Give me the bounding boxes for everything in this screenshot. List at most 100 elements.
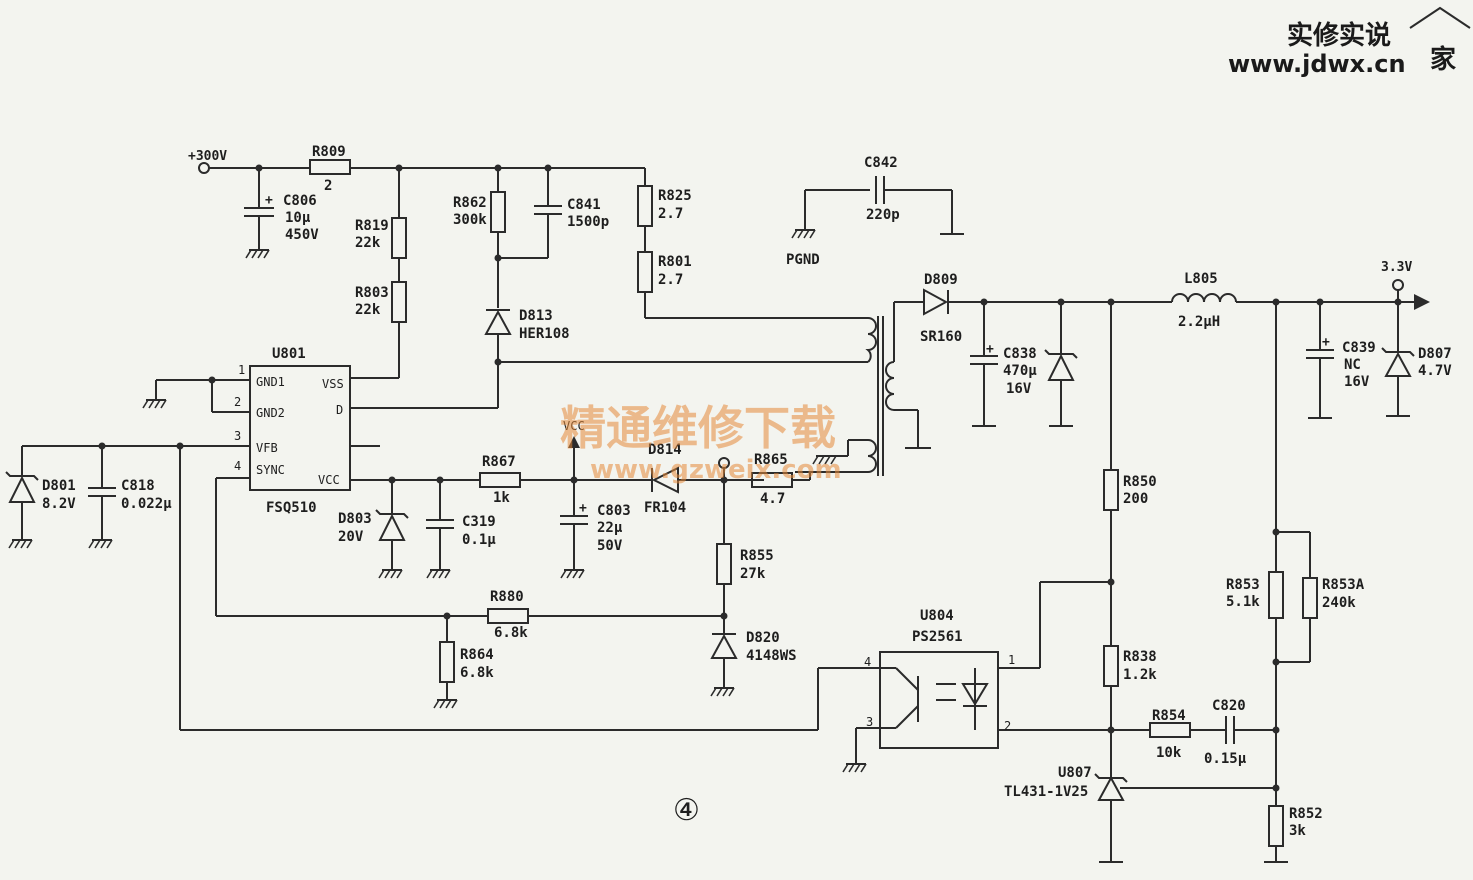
value-r852: 3k	[1289, 823, 1306, 839]
vcc-network: D803 20V C319 0.1μ R867 1k VCC + C803 22…	[338, 419, 868, 709]
value2-c839: 16V	[1344, 374, 1370, 390]
label-d813: D813	[519, 308, 553, 324]
label-c818: C818	[121, 478, 155, 494]
ground-icon	[560, 569, 585, 579]
label-c842: C842	[864, 155, 898, 171]
aux-winding	[867, 439, 877, 473]
resistor-r864	[439, 641, 455, 683]
value-r865: 4.7	[760, 491, 785, 507]
ground-icon	[245, 249, 270, 259]
svg-text:SYNC: SYNC	[256, 463, 285, 477]
zener-d801	[8, 475, 36, 503]
label-u804: U804	[920, 608, 954, 624]
label-r825: R825	[658, 188, 692, 204]
vfb-components: D801 8.2V C818 0.022μ	[5, 446, 172, 549]
label-r853a: R853A	[1322, 577, 1365, 593]
label-c820: C820	[1212, 698, 1246, 714]
value-l805: 2.2μH	[1178, 314, 1220, 330]
value-r819: 22k	[355, 235, 381, 251]
value-d807: 4.7V	[1418, 363, 1452, 379]
resistor-r801	[637, 251, 653, 293]
value2-c803: 50V	[597, 538, 623, 554]
logo-title: 实修实说	[1287, 20, 1391, 51]
value-r853a: 240k	[1322, 595, 1356, 611]
svg-text:GND1: GND1	[256, 375, 285, 389]
value-r825: 2.7	[658, 206, 683, 222]
watermark-url: www.gzweix.com	[590, 455, 842, 485]
value-d803: 20V	[338, 529, 364, 545]
value2-c838: 16V	[1006, 381, 1032, 397]
resistor-r852	[1268, 805, 1284, 847]
value-c841: 1500p	[567, 214, 609, 230]
ground-icon	[433, 699, 458, 709]
value-u801: FSQ510	[266, 500, 317, 516]
hv-input-section: +300V R809 2 + C806 10μ 450V R819 22k R8…	[188, 144, 868, 409]
label-r855: R855	[740, 548, 774, 564]
test-point	[718, 457, 730, 469]
label-c806: C806	[283, 193, 317, 209]
svg-text:4: 4	[234, 459, 241, 473]
value-c820: 0.15μ	[1204, 751, 1247, 767]
value-r855: 27k	[740, 566, 766, 582]
value-r880: 6.8k	[494, 625, 528, 641]
value-r803: 22k	[355, 302, 381, 318]
inductor-l805	[1171, 293, 1237, 303]
zener-d803	[378, 513, 406, 541]
label-l805: L805	[1184, 271, 1218, 287]
ground-icon	[426, 569, 451, 579]
label-r864: R864	[460, 647, 494, 663]
resistor-r825	[637, 185, 653, 227]
resistor-r803	[391, 281, 407, 323]
label-r853: R853	[1226, 577, 1260, 593]
label-d803: D803	[338, 511, 372, 527]
output-arrow-icon	[1414, 294, 1430, 310]
resistor-r850	[1103, 469, 1119, 511]
output-section: D809 SR160 + C838 470μ 16V L805 2.2μH 3.…	[894, 260, 1452, 427]
shunt-regulator-u807	[1097, 775, 1125, 801]
house-icon	[1409, 6, 1471, 29]
out-label: 3.3V	[1381, 260, 1412, 275]
value-c838: 470μ	[1003, 363, 1037, 379]
label-r852: R852	[1289, 806, 1323, 822]
label-r867: R867	[482, 454, 516, 470]
value-c839: NC	[1344, 357, 1361, 373]
svg-text:+: +	[986, 342, 994, 357]
label-c803: C803	[597, 503, 631, 519]
svg-text:3: 3	[234, 429, 241, 443]
value-r862: 300k	[453, 212, 487, 228]
label-d809: D809	[924, 272, 958, 288]
label-r801: R801	[658, 254, 692, 270]
svg-text:VSS: VSS	[322, 377, 344, 391]
hv-label: +300V	[188, 149, 227, 164]
label-c839: C839	[1342, 340, 1376, 356]
watermark: 精通维修下载 www.gzweix.com	[560, 401, 842, 485]
label-r854: R854	[1152, 708, 1186, 724]
ground-icon	[8, 539, 33, 549]
ground-icon	[791, 229, 816, 239]
label-r880: R880	[490, 589, 524, 605]
label-r862: R862	[453, 195, 487, 211]
value-r838: 1.2k	[1123, 667, 1157, 683]
svg-text:1: 1	[1008, 653, 1015, 667]
label-c838: C838	[1003, 346, 1037, 362]
resistor-r838	[1103, 645, 1119, 687]
optocoupler-u804: U804 PS2561 1 2 3 4	[180, 608, 1015, 773]
pgnd-label: PGND	[786, 252, 820, 268]
value-r853: 5.1k	[1226, 594, 1260, 610]
resistor-r853	[1268, 571, 1284, 619]
svg-text:4: 4	[864, 655, 871, 669]
value-u807: TL431-1V25	[1004, 784, 1088, 800]
ground-icon	[142, 399, 167, 409]
value-u804: PS2561	[912, 629, 963, 645]
vcc-label: VCC	[563, 419, 585, 433]
site-logo: 实修实说 www.jdwx.cn 家	[1228, 6, 1471, 78]
resistor-r880	[487, 608, 529, 624]
value-c319: 0.1μ	[462, 532, 496, 548]
value-r850: 200	[1123, 491, 1148, 507]
svg-text:D: D	[336, 403, 343, 417]
label-d820: D820	[746, 630, 780, 646]
value-d813: HER108	[519, 326, 570, 342]
value-d814: FR104	[644, 500, 686, 516]
